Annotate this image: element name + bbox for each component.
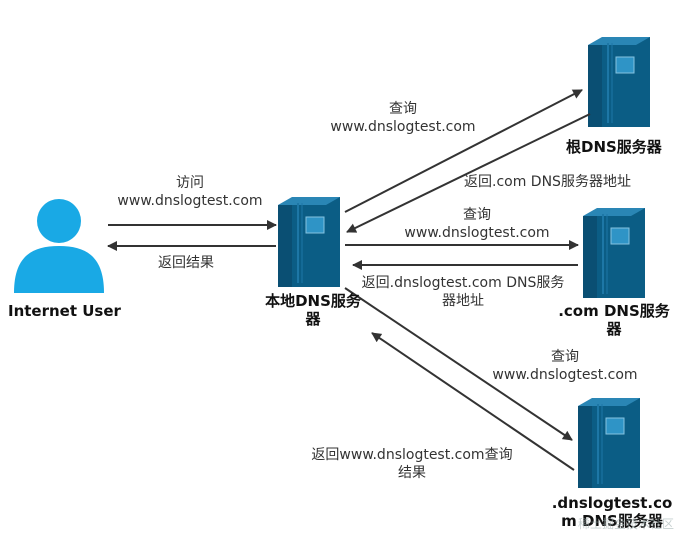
root-dns-label: 根DNS服务器 [566, 138, 662, 156]
local-dns-label: 本地DNS服务 器 [258, 292, 368, 328]
edge-visit-line2: www.dnslogtest.com [117, 193, 263, 209]
auth-dns-server-icon [577, 397, 641, 489]
edge-return-com-label: 返回.dnslogtest.com DNS服务 器地址 [346, 274, 580, 310]
edge-return-root-label: 返回.com DNS服务器地址 [464, 174, 631, 190]
edge-visit-label: 访问 www.dnslogtest.com [105, 174, 275, 210]
arrow-local-to-root [344, 89, 583, 213]
edge-query-auth-label: 查询 www.dnslogtest.com [482, 348, 648, 384]
user-icon [14, 199, 104, 293]
auth-dns-label-line1: .dnslogtest.co [551, 494, 673, 512]
edge-return-result-label: 返回结果 [158, 255, 214, 271]
com-dns-label: .com DNS服务 器 [555, 302, 673, 338]
edge-query-auth-line2: www.dnslogtest.com [492, 367, 638, 383]
watermark: 稀土掘金技术社区 [577, 517, 674, 531]
com-dns-label-line1: .com DNS服务 [558, 302, 670, 320]
auth-dns-label: .dnslogtest.co m DNS服务器 [548, 494, 676, 530]
local-dns-server-icon [277, 196, 341, 288]
local-dns-label-line1: 本地DNS服务 [265, 292, 361, 310]
auth-dns-label-line2: m DNS服务器 [561, 512, 663, 530]
local-dns-label-line2: 器 [305, 310, 321, 328]
edge-query-root-label: 查询 www.dnslogtest.com [318, 100, 488, 136]
arrow-auth-to-local [371, 332, 575, 471]
edge-return-auth-label: 返回www.dnslogtest.com查询 结果 [298, 446, 526, 482]
edge-query-com-line1: 查询 [463, 207, 491, 223]
com-dns-server-icon [582, 207, 646, 299]
edge-query-root-line1: 查询 [389, 101, 417, 117]
edge-query-com-line2: www.dnslogtest.com [404, 225, 550, 241]
user-label: Internet User [8, 302, 121, 320]
com-dns-label-line2: 器 [606, 320, 622, 338]
edge-query-auth-line1: 查询 [551, 349, 579, 365]
edge-query-com-label: 查询 www.dnslogtest.com [392, 206, 562, 242]
edge-return-auth-line2: 结果 [398, 465, 426, 481]
arrow-root-to-local [346, 113, 591, 233]
edge-return-com-line2: 器地址 [442, 293, 484, 309]
root-dns-server-icon [587, 36, 651, 128]
edge-visit-line1: 访问 [176, 175, 204, 191]
arrow-local-to-auth [344, 287, 573, 441]
edge-return-com-line1: 返回.dnslogtest.com DNS服务 [361, 275, 565, 291]
edge-query-root-line2: www.dnslogtest.com [330, 119, 476, 135]
edge-return-auth-line1: 返回www.dnslogtest.com查询 [311, 447, 513, 463]
